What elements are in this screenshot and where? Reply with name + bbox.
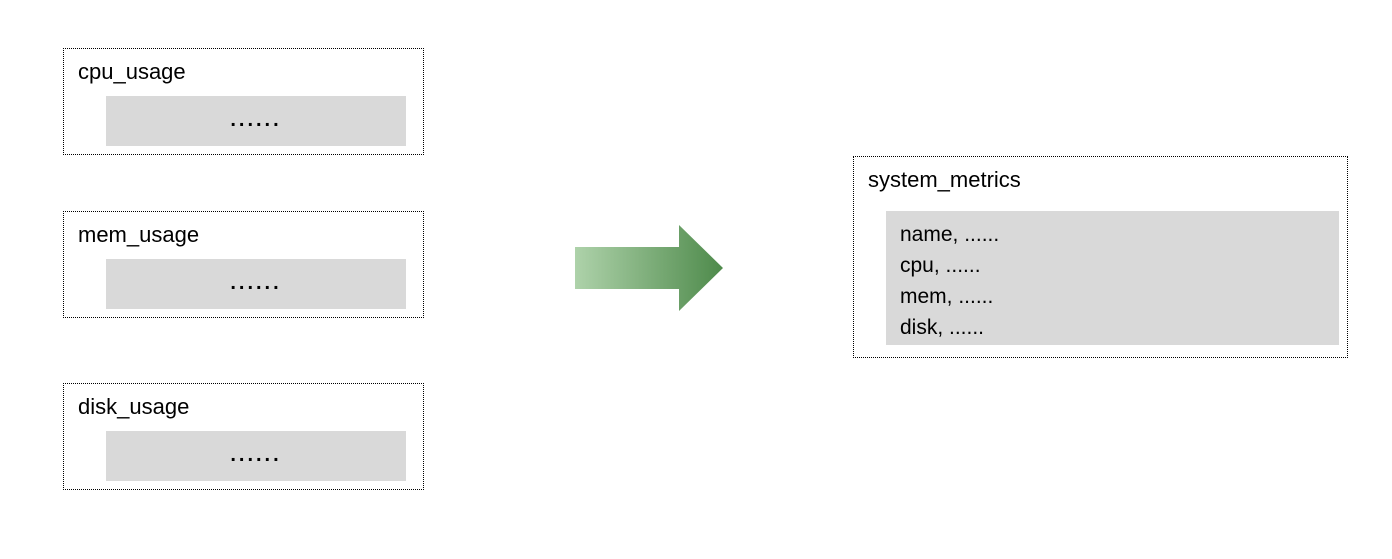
placeholder-dots: ......	[230, 444, 282, 466]
target-box-system-metrics: system_metrics name, ...... cpu, ...... …	[853, 156, 1348, 358]
target-fields-panel: name, ...... cpu, ...... mem, ...... dis…	[886, 211, 1339, 345]
field-line-disk: disk, ......	[900, 316, 985, 339]
merge-arrow-icon	[575, 225, 725, 311]
field-line-cpu: cpu, ......	[900, 254, 981, 277]
source-box-title: cpu_usage	[78, 59, 186, 84]
field-line-mem: mem, ......	[900, 285, 994, 308]
source-box-title: disk_usage	[78, 394, 190, 419]
source-data-bar: ......	[106, 431, 406, 481]
placeholder-dots: ......	[230, 272, 282, 294]
source-box-cpu-usage: cpu_usage ......	[63, 48, 424, 155]
source-box-disk-usage: disk_usage ......	[63, 383, 424, 490]
source-data-bar: ......	[106, 259, 406, 309]
source-box-mem-usage: mem_usage ......	[63, 211, 424, 318]
placeholder-dots: ......	[230, 109, 282, 131]
field-line-name: name, ......	[900, 223, 1000, 246]
target-box-title: system_metrics	[868, 167, 1021, 192]
source-data-bar: ......	[106, 96, 406, 146]
source-box-title: mem_usage	[78, 222, 200, 247]
